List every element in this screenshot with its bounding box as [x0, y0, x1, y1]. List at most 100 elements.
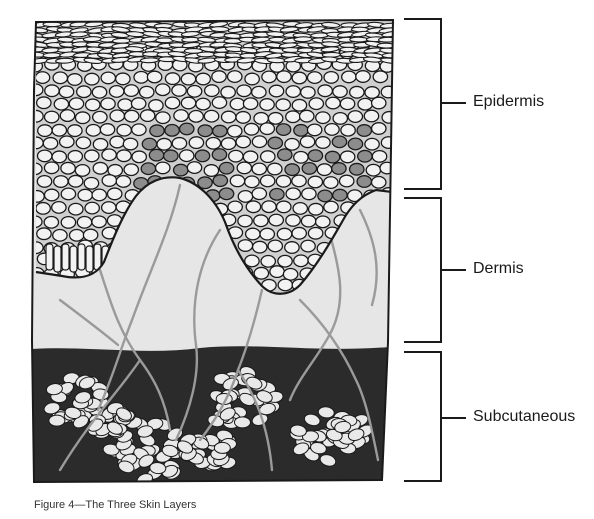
surface-flake	[43, 53, 61, 58]
dermis-bracket	[404, 198, 466, 342]
epidermal-cell	[252, 86, 266, 98]
epidermal-cell	[150, 125, 164, 137]
epidermal-cell	[237, 162, 251, 174]
epidermal-cell	[77, 86, 91, 98]
epidermal-cell	[68, 74, 82, 86]
epidermal-cell	[278, 149, 292, 161]
epidermal-cell	[270, 266, 284, 278]
figure-caption: Figure 4—The Three Skin Layers	[34, 499, 196, 511]
epidermal-cell	[278, 255, 292, 267]
epidermal-cell	[52, 124, 66, 136]
epidermal-cell	[365, 138, 379, 150]
epidermal-cell	[292, 175, 306, 187]
epidermal-cell	[260, 228, 274, 240]
epidermal-cell	[277, 71, 291, 83]
epidermal-cell	[366, 164, 380, 176]
surface-flake	[311, 33, 329, 39]
epidermal-cell	[60, 110, 74, 122]
basal-cell	[46, 244, 53, 270]
epidermal-cell	[125, 110, 139, 122]
epidermal-cell	[37, 176, 51, 188]
epidermal-cell	[269, 214, 283, 226]
epidermal-cell	[229, 150, 243, 162]
epidermal-cell	[132, 151, 146, 163]
epidermal-cell	[276, 124, 290, 136]
epidermal-cell	[325, 124, 339, 136]
epidermal-cell	[277, 228, 291, 240]
epidermal-cell	[285, 242, 299, 254]
epidermal-cell	[156, 112, 170, 124]
epidermal-cell	[116, 176, 130, 188]
epidermal-cell	[92, 216, 106, 228]
surface-flake	[267, 31, 285, 37]
epidermal-cell	[132, 124, 146, 136]
epidermal-cell	[102, 175, 116, 187]
epidermal-cell	[286, 86, 300, 98]
epidermal-cell	[316, 137, 330, 149]
epidermal-cell	[101, 98, 115, 110]
surface-flake	[350, 37, 368, 42]
surface-flake	[56, 58, 74, 63]
epidermal-cell	[174, 110, 188, 122]
epidermal-cell	[213, 175, 227, 187]
epidermal-cell	[253, 241, 267, 253]
epidermal-cell	[140, 110, 154, 122]
dermis-label: Dermis	[473, 260, 524, 278]
surface-flake	[378, 37, 396, 42]
epidermal-cell	[92, 86, 106, 98]
epidermal-cell	[61, 188, 75, 200]
surface-flake	[294, 37, 312, 42]
epidermal-cell	[198, 125, 212, 137]
epidermal-cell	[70, 229, 84, 241]
epidermal-cell	[341, 124, 355, 136]
epidermal-cell	[118, 99, 132, 111]
epidermal-cell	[326, 97, 340, 109]
epidermal-cell	[318, 190, 332, 202]
epidermal-cell	[76, 137, 90, 149]
epidermal-cell	[332, 136, 346, 148]
epidermal-cell	[238, 240, 252, 252]
epidermal-cell	[38, 150, 52, 162]
epidermal-cell	[204, 165, 218, 177]
epidermal-cell	[294, 151, 308, 163]
epidermal-cell	[260, 123, 274, 135]
epidermal-cell	[294, 125, 308, 137]
epidermal-cell	[316, 112, 330, 124]
epidermal-cell	[381, 86, 395, 98]
epidermal-cell	[68, 125, 82, 137]
epidermal-cell	[149, 149, 163, 161]
epidermal-cell	[110, 136, 124, 148]
epidermal-cell	[324, 72, 338, 84]
epidermal-cell	[294, 255, 308, 267]
epidermal-cell	[243, 151, 257, 163]
epidermal-cell	[206, 137, 220, 149]
epidermal-cell	[372, 151, 386, 163]
epidermal-cell	[219, 162, 233, 174]
epidermal-cell	[358, 150, 372, 162]
epidermal-cell	[174, 164, 188, 176]
epidermal-cell	[77, 216, 91, 228]
epidermal-cell	[92, 189, 106, 201]
epidermal-cell	[350, 163, 364, 175]
epidermal-cell	[261, 256, 275, 268]
epidermal-cell	[293, 203, 307, 215]
epidermal-cell	[228, 201, 242, 213]
surface-flake	[182, 37, 200, 42]
epidermal-cell	[292, 227, 306, 239]
epidermal-cell	[380, 162, 394, 174]
epidermal-cell	[140, 86, 154, 98]
epidermal-cell	[252, 136, 266, 148]
epidermal-cell	[101, 72, 115, 84]
epidermis-bracket	[404, 19, 466, 189]
epidermal-cell	[165, 73, 179, 85]
epidermal-cell	[252, 188, 266, 200]
epidermal-cell	[78, 189, 92, 201]
epidermal-cell	[372, 123, 386, 135]
epidermal-cell	[301, 215, 315, 227]
epidermal-cell	[110, 110, 124, 122]
epidermal-cell	[333, 86, 347, 98]
epidermal-cell	[124, 164, 138, 176]
epidermal-cell	[252, 163, 266, 175]
epidermal-cell	[117, 124, 131, 136]
epidermal-cell	[54, 176, 68, 188]
